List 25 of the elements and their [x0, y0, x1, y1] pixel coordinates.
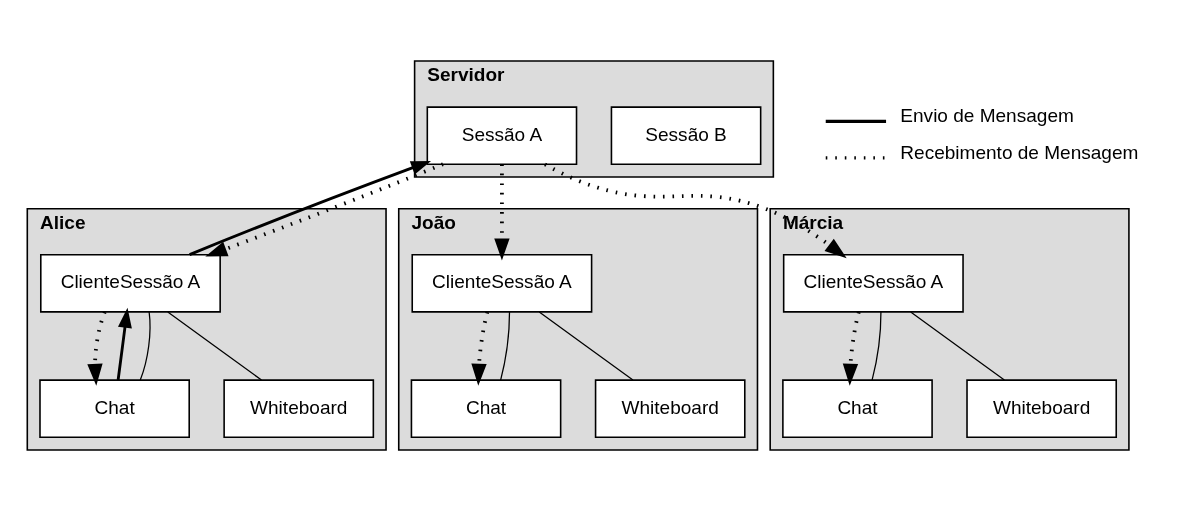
arrow: [471, 311, 490, 386]
node-box: Whiteboard: [966, 378, 1118, 438]
connector: [167, 310, 263, 381]
arrow: [116, 307, 132, 380]
arrow: [842, 311, 861, 386]
node-box: ClienteSessão A: [411, 253, 593, 313]
legend-label: Envio de Mensagem: [900, 104, 1074, 126]
node-box: Chat: [39, 378, 190, 438]
node-box: Sessão B: [610, 105, 762, 165]
connector: [139, 310, 151, 381]
arrow: [87, 310, 107, 386]
connector: [910, 310, 1005, 381]
connector: [871, 310, 882, 381]
connector: [538, 310, 634, 381]
node-box: Whiteboard: [594, 378, 746, 438]
arrow: [544, 162, 847, 258]
node-box: ClienteSessão A: [40, 253, 221, 313]
connector: [500, 310, 511, 381]
node-box: Sessão A: [426, 105, 578, 165]
node-box: Whiteboard: [223, 378, 375, 438]
arrow: [494, 163, 510, 260]
node-box: ClienteSessão A: [782, 253, 964, 313]
node-box: Chat: [410, 378, 562, 438]
node-box: Chat: [782, 378, 933, 438]
legend-label: Recebimento de Mensagem: [900, 141, 1139, 163]
